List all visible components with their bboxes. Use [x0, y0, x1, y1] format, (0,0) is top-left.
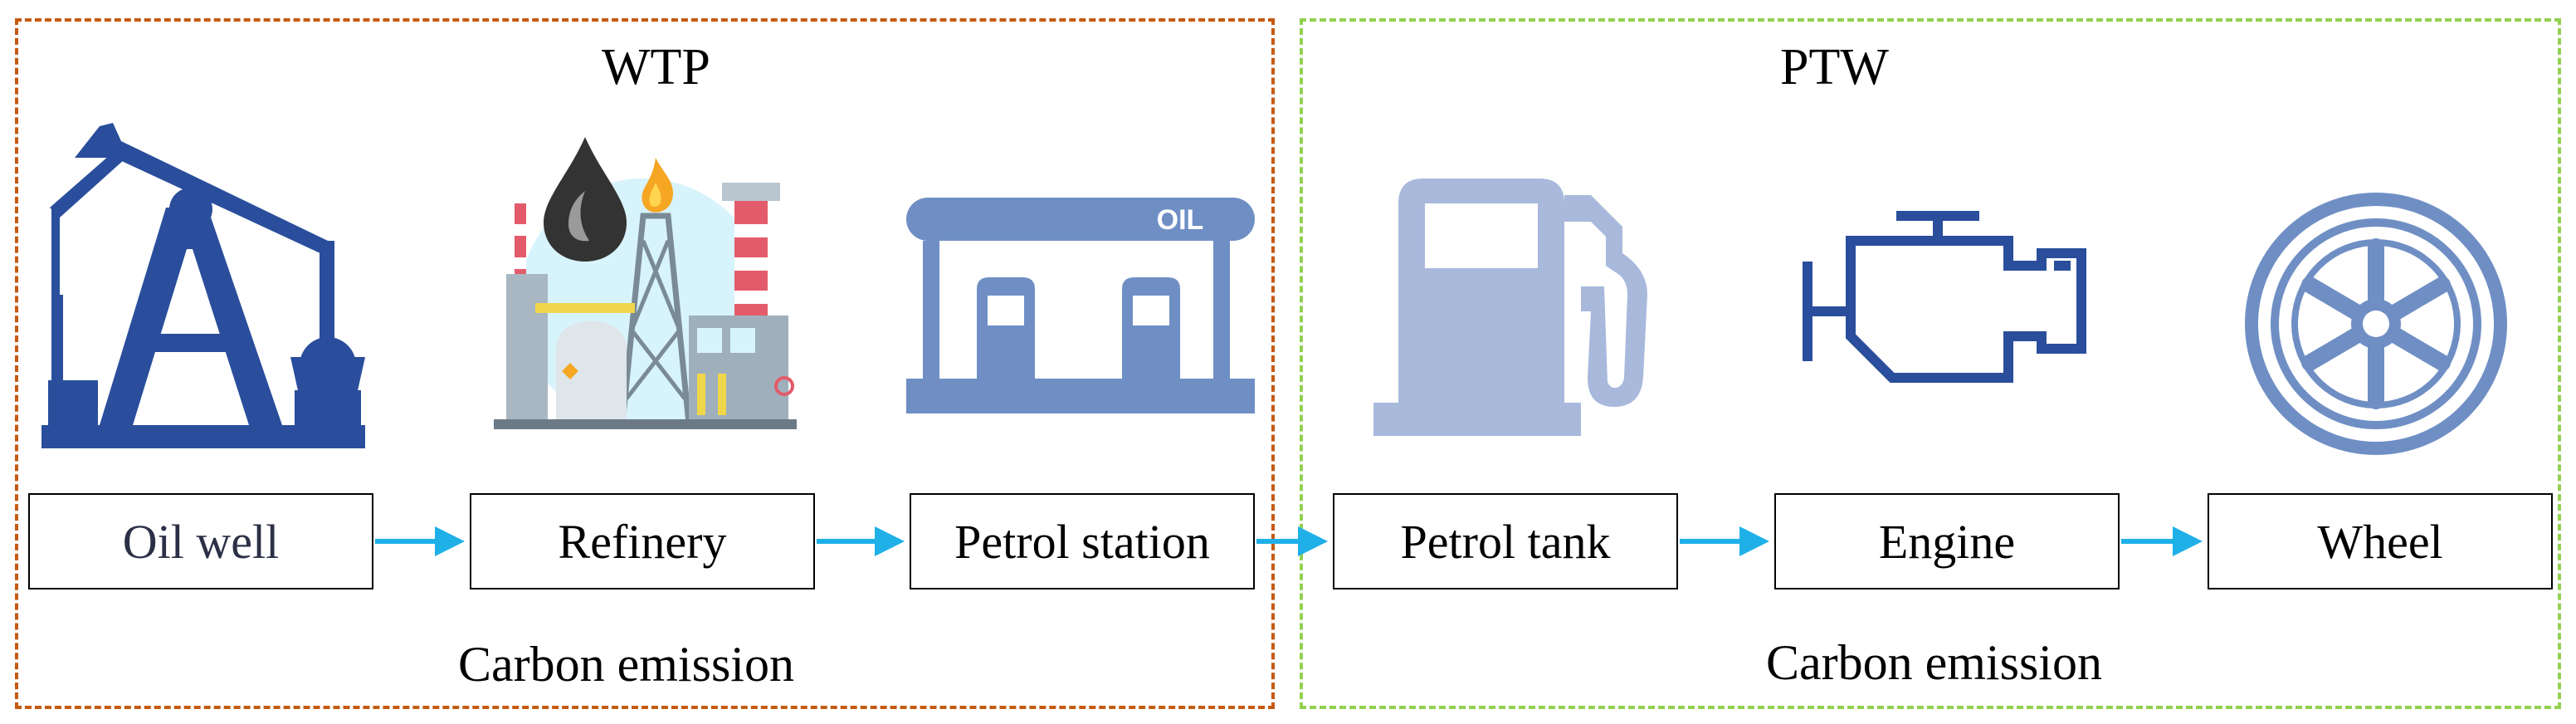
wtp-carbon-emission-label: Carbon emission — [458, 637, 794, 692]
step-box-oil-well: Oil well — [28, 493, 373, 589]
step-box-petrol-station: Petrol station — [910, 493, 1255, 589]
oil-pumpjack-icon — [41, 123, 365, 448]
engine-icon — [1803, 211, 2086, 383]
ptw-group-frame — [1300, 18, 2561, 709]
refinery-icon — [494, 137, 797, 429]
ptw-title: PTW — [1780, 39, 1889, 95]
petrol-station-icon: OIL — [906, 198, 1255, 413]
wheel-icon — [2245, 193, 2507, 455]
step-box-wheel: Wheel — [2208, 493, 2553, 589]
wtp-title: WTP — [602, 39, 710, 95]
station-sign-text: OIL — [1157, 204, 1204, 236]
step-box-refinery: Refinery — [470, 493, 815, 589]
step-box-engine: Engine — [1774, 493, 2120, 589]
ptw-carbon-emission-label: Carbon emission — [1766, 635, 2102, 690]
fuel-pump-icon — [1373, 179, 1647, 436]
step-box-petrol-tank: Petrol tank — [1333, 493, 1678, 589]
wtp-group-frame — [15, 18, 1275, 709]
